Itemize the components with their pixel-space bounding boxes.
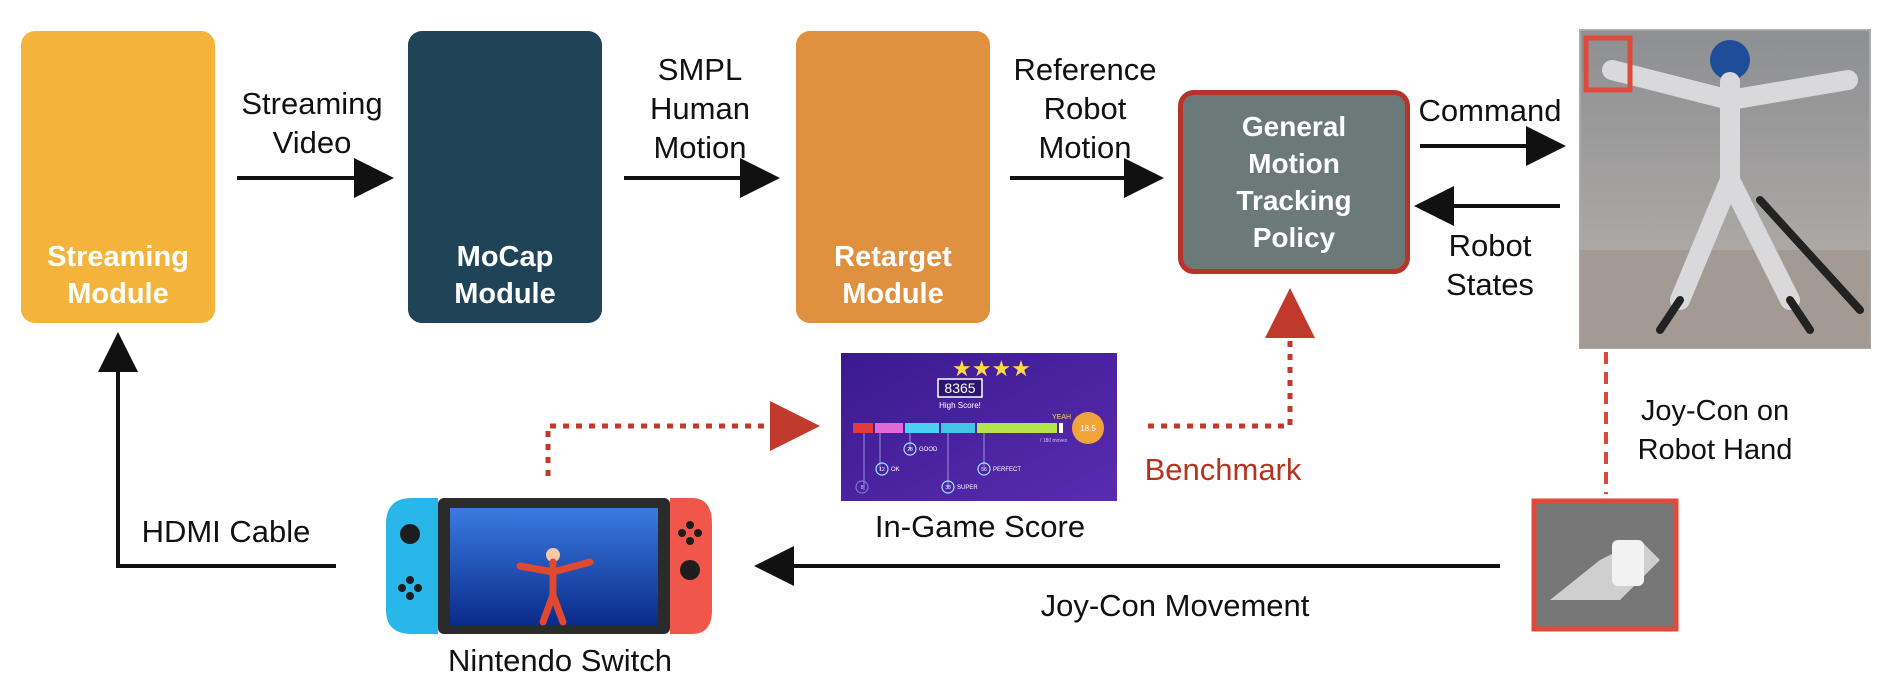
robot-photo (1579, 29, 1871, 349)
streaming-module: Streaming Module (21, 31, 215, 323)
mocap-module: MoCap Module (408, 31, 602, 323)
score-n-x: 8 (861, 485, 864, 491)
score-super: SUPER (957, 485, 978, 491)
general-motion-tracking-policy: General Motion Tracking Policy (1178, 90, 1410, 274)
caption-nintendo-switch: Nintendo Switch (447, 643, 672, 678)
label-command: Command (1418, 93, 1562, 128)
streaming-module-label: Streaming Module (21, 229, 215, 323)
score-yeah: YEAH (1052, 414, 1071, 421)
label-joycon-movement: Joy-Con Movement (1040, 588, 1310, 623)
mocap-module-label: MoCap Module (408, 229, 602, 323)
score-n-good: 28 (907, 447, 913, 453)
nintendo-switch-console (386, 498, 712, 634)
label-hdmi-cable: HDMI Cable (141, 514, 311, 549)
joycon-highlight-box (1583, 35, 1633, 93)
score-screen: ★★★★ 8365 High Score! YEAH / 180 moves 1… (841, 353, 1117, 501)
retarget-module: Retarget Module (796, 31, 990, 323)
switch-left-joycon (386, 498, 438, 634)
mocap-thumbnail (412, 35, 598, 235)
label-benchmark: Benchmark (1144, 452, 1302, 487)
arrow-switch-to-score (545, 401, 820, 476)
score-n-ok: 12 (879, 467, 885, 473)
score-good: GOOD (919, 447, 938, 453)
score-n-super: 38 (945, 485, 951, 491)
caption-in-game-score: In-Game Score (874, 509, 1086, 544)
score-ok: OK (891, 467, 900, 473)
score-perfect: PERFECT (993, 467, 1021, 473)
streaming-thumbnail (25, 35, 211, 235)
arrow-benchmark-to-policy (1148, 288, 1315, 429)
arrow-hdmi-cable (98, 332, 336, 568)
joycon-hand-photo (1531, 498, 1679, 632)
retarget-thumbnail (800, 35, 986, 235)
score-subtitle: High Score! (939, 401, 981, 410)
score-moves: / 180 moves (1040, 438, 1068, 444)
retarget-module-label: Retarget Module (796, 229, 990, 323)
svg-text:★★★★: ★★★★ (952, 357, 1031, 382)
score-n-perfect: 56 (981, 467, 987, 473)
score-value: 8365 (944, 380, 975, 396)
score-badge: 18.5 (1080, 424, 1096, 433)
